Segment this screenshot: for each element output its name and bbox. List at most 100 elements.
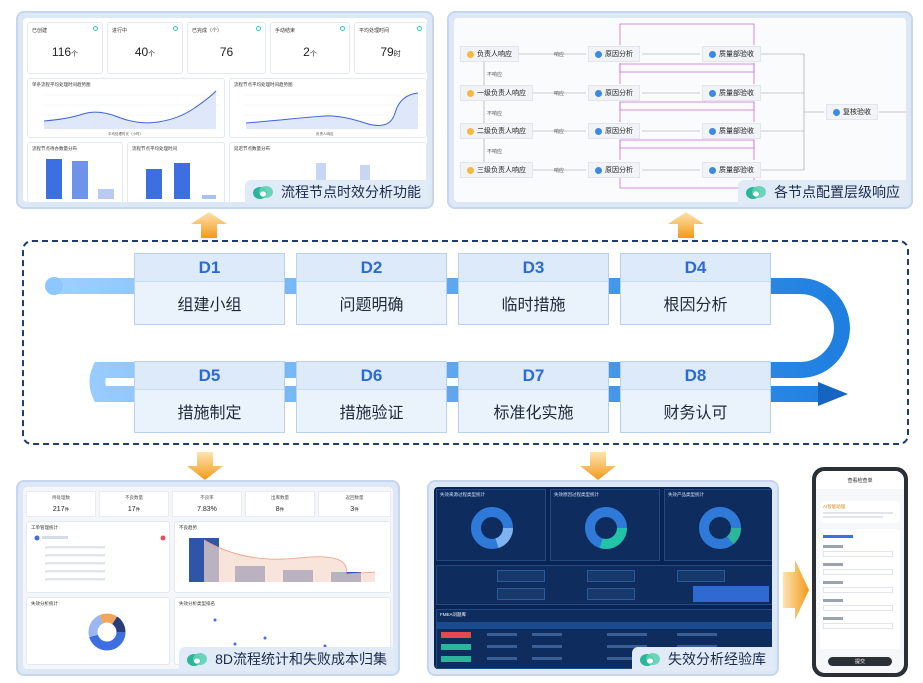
trend-chart-card: 不良趋势 — [174, 521, 391, 593]
tree-list — [34, 535, 166, 581]
combo-chart — [189, 538, 376, 582]
form-input[interactable] — [823, 569, 893, 575]
person-icon — [709, 166, 716, 174]
donut-chart — [471, 507, 513, 549]
flow-node-final[interactable]: 复核验收 — [826, 104, 878, 120]
flow-node-cause[interactable]: 原因分析 — [588, 46, 640, 62]
ai-assistant-label: AI智能助理 — [823, 504, 846, 509]
bar-chart — [46, 159, 114, 199]
mobile-phone-mockup: 查看检查单 AI智能助理 提交 — [812, 467, 908, 677]
phone-screen: 查看检查单 AI智能助理 提交 — [816, 471, 904, 673]
flow-connectors — [483, 23, 906, 189]
kpi-card: 进行中 40个 — [107, 22, 183, 74]
filter-field[interactable] — [497, 588, 545, 600]
form-input[interactable] — [823, 551, 893, 557]
donut-card: 失效原因过程类型统计 — [550, 489, 660, 561]
flow-node-cause[interactable]: 原因分析 — [588, 123, 640, 139]
search-button[interactable] — [693, 586, 769, 602]
panel-caption: 流程节点时效分析功能 — [245, 180, 429, 204]
work-order-card: 工单管理统计 — [26, 521, 170, 593]
donut-card: 失效来源过程类型统计 — [436, 489, 546, 561]
dark-dashboard-screenshot: 失效来源过程类型统计 失效原因过程类型统计 失效产品类型统计 — [434, 487, 772, 669]
flow-node-check[interactable]: 质量部验收 — [702, 85, 761, 101]
failure-stats-card: 失效分析统计 — [26, 597, 170, 665]
brand-logo-icon — [640, 653, 660, 666]
flow-node-responder[interactable]: 负责人响应 — [460, 46, 519, 62]
donut-card: 失效产品类型统计 — [664, 489, 772, 561]
kpi-card: 手动结束 2个 — [270, 22, 350, 74]
info-icon — [340, 26, 345, 31]
user-icon — [467, 50, 474, 58]
line-chart-card: 流程节点平均处理时间趋势图 负责人响应 — [229, 78, 427, 138]
filter-field[interactable] — [587, 588, 635, 600]
panel-caption: 各节点配置层级响应 — [738, 180, 908, 204]
line-chart — [42, 90, 220, 129]
flow-node-cause[interactable]: 原因分析 — [588, 85, 640, 101]
flow-node-check[interactable]: 质量部验收 — [702, 162, 761, 178]
panel-level-response: 负责人响应 响应 原因分析 质量部验收 不响应 一级负责人响应 响应 原因分析 … — [447, 11, 913, 209]
up-arrow-icon — [668, 212, 704, 238]
flow-node-check[interactable]: 质量部验收 — [702, 123, 761, 139]
bar-chart — [146, 163, 216, 199]
panel-caption: 失效分析经验库 — [632, 647, 774, 671]
bar-chart-card: 流程节点平均处理时间 — [127, 142, 225, 202]
person-icon — [595, 127, 602, 135]
8d-process-frame — [22, 240, 909, 445]
line-chart-card: 单条流程平均处理时间趋势图 平均处理时长（小时） — [27, 78, 225, 138]
panel-node-timeliness: 已创建 116个 进行中 40个 已完成（个） 76 手动结束 2个 平均处理时… — [16, 11, 434, 209]
person-icon — [595, 166, 602, 174]
brand-logo-icon — [253, 186, 273, 199]
panel-caption: 8D流程统计和失败成本归集 — [179, 647, 395, 671]
brand-logo-icon — [746, 186, 766, 199]
form-input[interactable] — [823, 587, 893, 593]
bar-chart-card: 流程节点待办数量分布 — [27, 142, 123, 202]
flow-node-responder[interactable]: 二级负责人响应 — [460, 123, 533, 139]
kpi-card: 已完成（个） 76 — [187, 22, 266, 74]
filter-field[interactable] — [677, 570, 725, 582]
info-icon — [417, 26, 422, 31]
info-icon — [173, 26, 178, 31]
kpi-card: 平均处理时间 79时 — [354, 22, 427, 74]
status-badge — [441, 644, 471, 650]
right-arrow-icon — [783, 560, 809, 620]
user-icon — [467, 166, 474, 174]
status-badge — [441, 656, 471, 662]
form-input[interactable] — [823, 605, 893, 611]
submit-button[interactable]: 提交 — [828, 657, 892, 666]
kpi-card: 已创建 116个 — [27, 22, 103, 74]
phone-title: 查看检查单 — [816, 471, 904, 489]
info-icon — [93, 26, 98, 31]
flow-node-responder[interactable]: 一级负责人响应 — [460, 85, 533, 101]
down-arrow-icon — [187, 452, 223, 480]
table-rows — [487, 633, 717, 660]
status-badge — [441, 632, 471, 638]
form-input[interactable] — [823, 623, 893, 629]
dashboard-screenshot: 已创建 116个 进行中 40个 已完成（个） 76 手动结束 2个 平均处理时… — [23, 18, 427, 202]
donut-chart — [699, 507, 741, 549]
table-header — [437, 622, 772, 629]
flow-node-cause[interactable]: 原因分析 — [588, 162, 640, 178]
filter-field[interactable] — [587, 570, 635, 582]
donut-chart — [88, 613, 126, 651]
person-icon — [833, 108, 840, 116]
flow-node-check[interactable]: 质量部验收 — [702, 46, 761, 62]
filter-field[interactable] — [497, 570, 545, 582]
brand-logo-icon — [187, 653, 208, 666]
person-icon — [595, 89, 602, 97]
down-arrow-icon — [580, 452, 616, 480]
flow-node-responder[interactable]: 三级负责人响应 — [460, 162, 533, 178]
ai-assistant-card[interactable]: AI智能助理 — [820, 501, 900, 523]
